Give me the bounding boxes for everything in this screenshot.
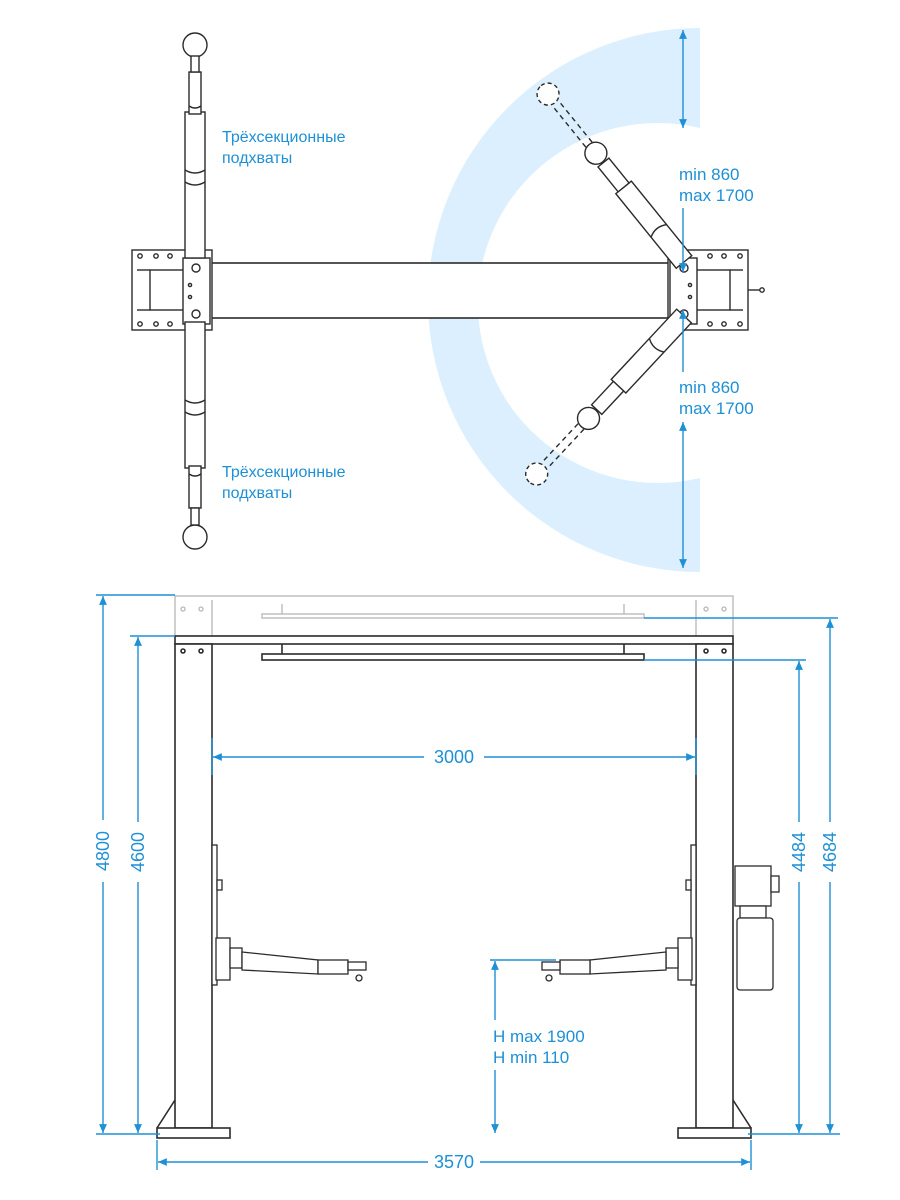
left-lifting-arm — [215, 937, 367, 982]
lift-height-max: H max 1900 — [493, 1027, 585, 1046]
dim-height-4684: 4684 — [820, 832, 840, 872]
front-dimension-lines — [96, 594, 840, 1170]
right-upper-arm — [536, 82, 693, 270]
reach-bottom-max: max 1700 — [679, 399, 754, 418]
dim-height-4484: 4484 — [789, 832, 809, 872]
arm-swing-zone — [428, 28, 700, 572]
ghost-top-beam — [174, 595, 734, 637]
left-upper-arm — [182, 32, 208, 259]
right-lifting-arm — [541, 937, 693, 982]
reach-top-min: min 860 — [679, 165, 739, 184]
front-view: 3000 3570 4800 4600 4484 4684 H max 1900… — [93, 594, 840, 1172]
reach-bottom-min: min 860 — [679, 378, 739, 397]
top-beam — [209, 262, 671, 319]
dim-overall-width: 3570 — [434, 1152, 474, 1172]
arms-label-bottom-line1: Трёхсекционные — [222, 464, 346, 481]
right-lower-arm — [524, 308, 693, 486]
arms-label-bottom-line2: подхваты — [222, 485, 292, 502]
power-unit — [734, 865, 780, 991]
dim-height-4800: 4800 — [93, 831, 113, 871]
lift-height-min: H min 110 — [493, 1048, 569, 1067]
lift-frame — [156, 635, 752, 1139]
arms-label-top-line1: Трёхсекционные — [222, 129, 346, 146]
top-view: Трёхсекционные подхваты Трёхсекционные п… — [131, 28, 765, 572]
carriages — [211, 844, 697, 986]
left-lower-arm — [182, 321, 208, 550]
dim-height-4600: 4600 — [128, 832, 148, 872]
reach-top-max: max 1700 — [679, 186, 754, 205]
arms-label-top-line2: подхваты — [222, 150, 292, 167]
dim-inner-width: 3000 — [434, 747, 474, 767]
left-base-plate — [131, 249, 213, 331]
